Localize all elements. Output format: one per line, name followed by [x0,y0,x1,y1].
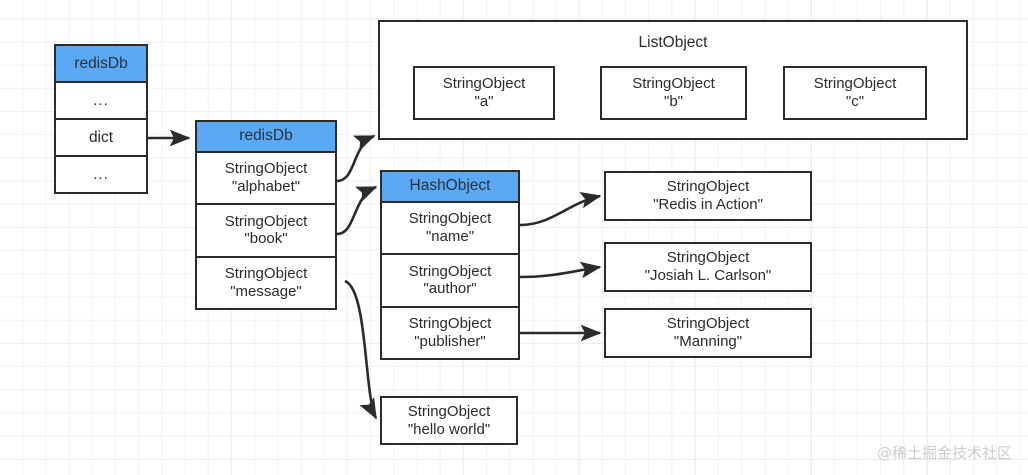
hash-value-publisher-value: "Manning" [673,333,743,350]
message-object-type: StringObject [407,402,491,420]
db-redisdb-key-alphabet: StringObject "alphabet" [197,153,335,206]
db-key-message-type: StringObject [224,265,308,283]
list-object-item-b: StringObject "b" [600,66,747,120]
hash-object-field-name: StringObject "name" [382,203,518,256]
hash-field-publisher-value: "publisher" [414,332,486,350]
hash-field-name-value: "name" [425,228,475,246]
list-object-title: ListObject [638,34,708,51]
db-key-message-value: "message" [230,282,302,300]
hash-object-field-publisher: StringObject "publisher" [382,308,518,358]
hash-field-publisher-type: StringObject [408,315,492,333]
message-object-value: "hello world" [407,420,491,438]
list-item-a-value: "a" [474,93,494,110]
hash-object-table: HashObject StringObject "name" StringObj… [380,170,520,360]
arrow-name-to-title [519,191,602,227]
hash-field-author-value: "author" [423,280,477,298]
arrow-book-to-hashobject [336,185,378,236]
hash-value-author-type: StringObject [666,249,750,266]
hash-value-author: StringObject "Josiah L. Carlson" [604,242,812,292]
server-redisdb-row-dict: dict [56,120,146,158]
server-redisdb-row-2: ... [93,165,109,183]
message-string-object: StringObject "hello world" [380,396,518,445]
hash-field-author-type: StringObject [408,262,492,280]
db-key-book-type: StringObject [224,212,308,230]
list-item-a-type: StringObject [442,75,526,92]
db-redisdb-key-book: StringObject "book" [197,205,335,258]
list-item-c-type: StringObject [813,75,897,92]
db-redisdb-table: redisDb StringObject "alphabet" StringOb… [195,120,337,310]
server-redisdb-header: redisDb [56,46,146,84]
arrow-message-to-helloworld [344,279,378,420]
list-item-b-type: StringObject [632,75,715,92]
hash-object-header: HashObject [382,172,518,203]
list-object-item-a: StringObject "a" [413,66,555,120]
hash-value-publisher: StringObject "Manning" [604,308,812,358]
arrow-author-to-author-value [519,261,602,279]
hash-value-author-value: "Josiah L. Carlson" [644,267,772,284]
watermark: @稀土掘金技术社区 [876,444,1012,462]
db-redisdb-key-message: StringObject "message" [197,258,335,308]
db-key-alphabet-type: StringObject [224,160,308,178]
hash-field-name-type: StringObject [408,210,492,228]
arrow-alphabet-to-listobject [336,134,376,183]
server-redisdb-row-0: ... [56,83,146,120]
hash-value-title: StringObject "Redis in Action" [604,171,812,221]
server-redisdb-table: redisDb ... dict ... [54,44,148,194]
db-redisdb-header: redisDb [197,122,335,153]
hash-value-publisher-type: StringObject [666,315,750,332]
list-object-item-c: StringObject "c" [783,66,927,120]
hash-value-title-type: StringObject [666,178,750,195]
list-item-c-value: "c" [845,93,865,110]
hash-value-title-value: "Redis in Action" [653,196,763,213]
list-item-b-value: "b" [664,93,683,110]
db-key-book-value: "book" [244,230,288,248]
hash-object-field-author: StringObject "author" [382,255,518,308]
db-key-alphabet-value: "alphabet" [231,178,301,196]
